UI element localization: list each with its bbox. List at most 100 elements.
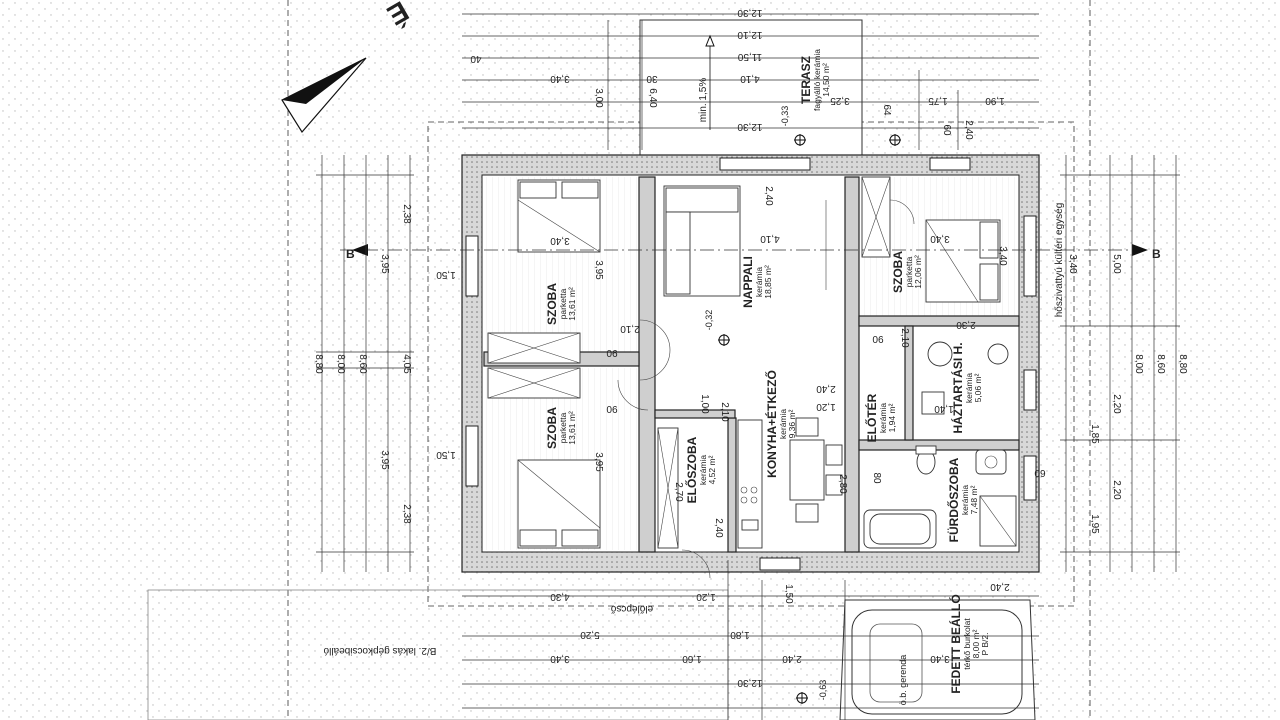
dim-inner-e3: 90 — [872, 333, 884, 344]
utility-fixtures — [921, 341, 1009, 415]
dim-inner-k2: 3,40 — [997, 246, 1008, 266]
dim-left-d2: 3,95 — [379, 450, 390, 470]
top-dimension-texts: 12,30 12,10 11,50 4,10 3,40 3,25 1,75 1,… — [470, 7, 1005, 140]
room-haztartasi-name: HÁZTARTÁSI H. — [950, 342, 965, 433]
dim-bottom-e: 3,40 — [550, 653, 570, 664]
terrace-door — [719, 157, 811, 171]
dim-inner-k: 3,40 — [930, 233, 950, 244]
room-szoba-right-name: SZOBA — [891, 251, 905, 293]
dim-left-g: 1,50 — [436, 269, 456, 280]
room-eloszoba: ELŐSZOBA kerámia 4,52 m² — [684, 436, 717, 503]
room-eloszoba-floor: kerámia — [698, 455, 708, 486]
room-konyha: KONYHA+ÉTKEZŐ kerámia 9,36 m² — [764, 370, 797, 478]
dim-bottom-e2: 3,40 — [930, 653, 950, 664]
bed-top — [517, 179, 601, 253]
dim-inner-n: 80 — [871, 472, 882, 484]
dim-inner-c2: 2,10 — [719, 402, 730, 422]
dim-top-m: 64 — [881, 104, 892, 116]
dim-bottom-b: 4,30 — [550, 591, 570, 602]
dim-top-c: 4,10 — [740, 73, 760, 84]
wall-kitchen-vertical — [844, 176, 860, 553]
room-beallo-extra: P B/2. — [980, 633, 990, 656]
kitchen-counter — [737, 419, 763, 549]
dim-top-j: 2,40 — [963, 120, 974, 140]
dim-inner-c: 2,10 — [620, 323, 640, 334]
room-eloter-name: ELŐTÉR — [864, 393, 879, 442]
room-beallo: FEDETT BEÁLLÓ térkő burkolat 8,00 m² P B… — [948, 594, 990, 693]
wall-left-vertical — [638, 176, 656, 553]
level-marker-1 — [794, 134, 806, 146]
bottom-dimension-texts: 12,30 4,30 5,20 1,80 3,40 3,40 2,40 1,60… — [550, 474, 1010, 688]
room-furdo: FÜRDŐSZOBA kerámia 7,48 m² — [946, 457, 979, 542]
window-right-2 — [1023, 369, 1037, 411]
room-konyha-floor: kerámia — [778, 409, 788, 440]
dim-top-f: 1,75 — [928, 95, 948, 106]
dim-left-a: 8,80 — [313, 354, 324, 374]
dim-bottom-g: 1,60 — [682, 653, 702, 664]
dim-inner-b: 3,95 — [593, 260, 604, 280]
room-szoba-top-floor: parketta — [558, 288, 568, 319]
room-szoba-top-name: SZOBA — [545, 283, 559, 325]
wall-right-horizontal — [858, 315, 1020, 327]
wall-eloter-vertical — [904, 325, 914, 441]
section-label-left: B — [346, 247, 355, 261]
dim-left-f: 2,38 — [401, 204, 412, 224]
wall-hall-h — [654, 409, 736, 419]
dim-left-c: 8,60 — [357, 354, 368, 374]
section-marker-left: B — [346, 244, 368, 261]
dim-right-c: 8,00 — [1133, 354, 1144, 374]
room-konyha-name: KONYHA+ÉTKEZŐ — [764, 370, 779, 478]
dim-top-l: 30 — [646, 73, 658, 84]
dim-bottom-d: 1,80 — [730, 629, 750, 640]
min-slope-label: min. 1,5% — [698, 78, 709, 123]
room-szoba-right-floor: parketta — [904, 256, 914, 287]
dim-top-i: 3,00 — [593, 88, 604, 108]
dim-inner-j: 2,30 — [956, 319, 976, 330]
window-right-3 — [1023, 455, 1037, 501]
section-marker-right: B — [1132, 244, 1161, 261]
shower — [979, 495, 1017, 547]
sofa — [663, 185, 741, 297]
room-furdo-area: 7,48 m² — [969, 485, 979, 514]
dim-left-b: 8,00 — [335, 354, 346, 374]
room-konyha-area: 9,36 m² — [787, 409, 797, 438]
dimension-lines-bottom — [462, 560, 1039, 720]
bed-right — [925, 219, 1001, 303]
dim-inner-f: 2,70 — [673, 482, 684, 502]
slope-arrow — [705, 34, 715, 130]
section-label-right: B — [1152, 247, 1161, 261]
dim-inner-a: 3,40 — [550, 235, 570, 246]
room-szoba-right-area: 12,06 m² — [913, 255, 923, 289]
dim-inner-h3: 2,40 — [816, 383, 836, 394]
elotepeso-label: előlépcső — [610, 603, 653, 614]
dim-inner-b2: 3,95 — [593, 452, 604, 472]
dim-left-d: 3,95 — [379, 254, 390, 274]
room-furdo-name: FÜRDŐSZOBA — [946, 457, 961, 542]
dim-right-f: 2,20 — [1111, 394, 1122, 414]
level-032: -0,32 — [704, 310, 714, 331]
room-szoba-bottom: SZOBA parketta 13,61 m² — [545, 407, 577, 449]
room-terasz-floor: fagyálló kerámia — [812, 49, 822, 111]
dim-bottom-k: 2,40 — [990, 581, 1010, 592]
left-dimension-texts: 8,80 8,00 8,60 3,95 3,95 4,05 2,38 2,38 … — [313, 204, 456, 524]
dim-top-g: 1,90 — [985, 95, 1005, 106]
dim-top-a: 12,10 — [737, 29, 762, 40]
dimension-lines-top — [462, 13, 1039, 150]
room-eloter: ELŐTÉR kerámia 1,94 m² — [864, 393, 897, 442]
wall-right-horizontal-2 — [858, 439, 1020, 451]
window-bottom — [759, 557, 801, 571]
dim-bottom-c: 5,20 — [580, 629, 600, 640]
dim-bottom-j: 1,20 — [696, 591, 716, 602]
dimension-lines-right — [1060, 155, 1180, 572]
room-eloter-floor: kerámia — [878, 403, 888, 434]
dim-top-b: 11,50 — [737, 51, 762, 62]
dim-inner-l: 1,40 — [934, 403, 954, 414]
toilet-bath — [915, 445, 937, 475]
dining-table — [789, 417, 843, 523]
dim-inner-h: 2,40 — [763, 186, 774, 206]
dim-left-f2: 2,38 — [401, 504, 412, 524]
room-terasz-name: TERASZ — [799, 56, 813, 104]
dim-right-f2: 2,20 — [1111, 480, 1122, 500]
room-szoba-right: SZOBA parketta 12,06 m² — [891, 251, 923, 293]
